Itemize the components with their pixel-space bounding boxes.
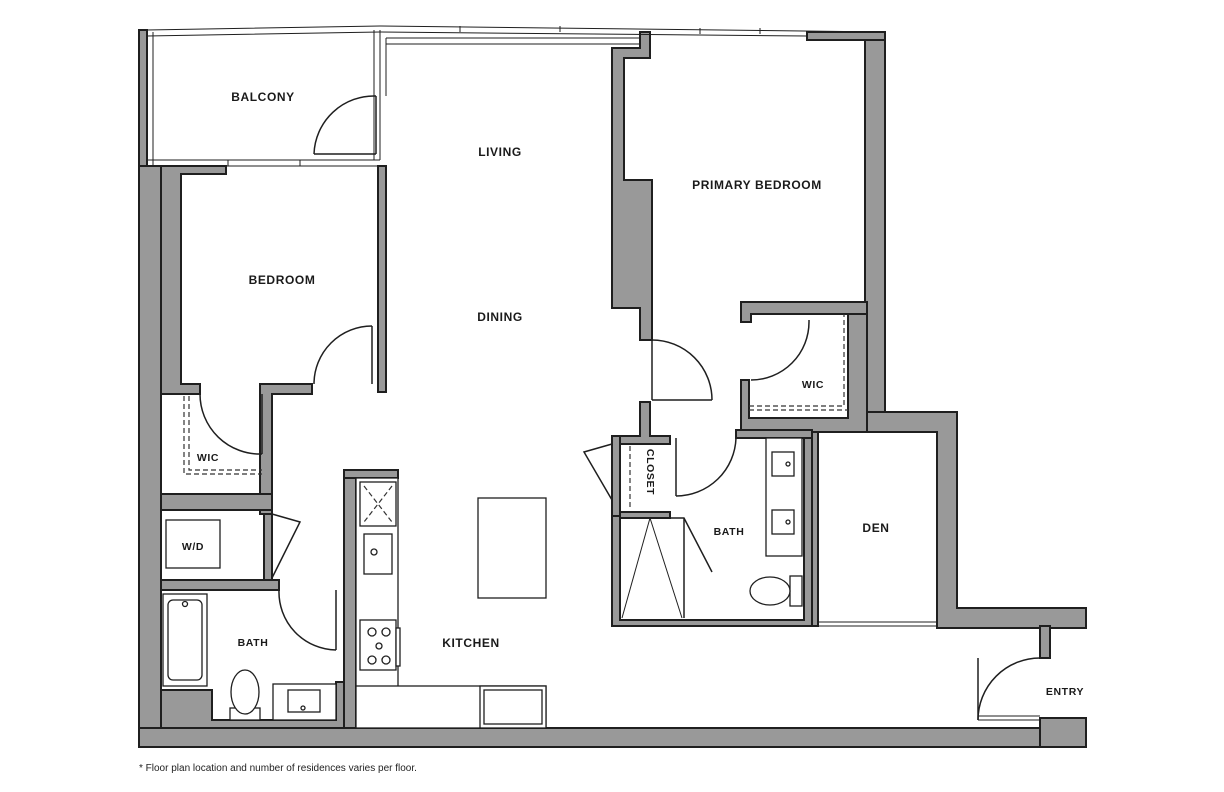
- kitchen-island: [477, 497, 547, 599]
- bath-divider-wall: [263, 513, 273, 581]
- top-wall-right: [806, 31, 886, 41]
- bottom-exterior-wall: [138, 727, 1087, 748]
- bedroom-east-wall: [377, 165, 387, 393]
- toilet-primary-bath: [789, 575, 803, 607]
- bath-north-wall: [735, 429, 813, 439]
- wic-right-label: WIC: [802, 379, 824, 391]
- right-step-wall: [864, 411, 1087, 629]
- bath-primary-label: BATH: [714, 526, 745, 538]
- kitchen-north-stub: [343, 469, 399, 479]
- window-glazing: [146, 25, 886, 167]
- right-lower-wall: [1039, 717, 1087, 748]
- closet-door-post: [611, 435, 621, 517]
- balcony-label: BALCONY: [231, 90, 295, 104]
- bath-second-label: BATH: [238, 637, 269, 649]
- doors: [199, 95, 1041, 721]
- wic-left-label: WIC: [197, 452, 219, 464]
- entry-jamb: [1039, 625, 1051, 659]
- washer-dryer: [165, 519, 221, 569]
- fixtures: [162, 437, 803, 729]
- bedroom-south-walls: [160, 165, 227, 395]
- kitchen-sink: [363, 533, 393, 575]
- wic-right-walls: [740, 313, 868, 433]
- primary-bedroom-label: PRIMARY BEDROOM: [692, 178, 822, 192]
- walls: [138, 29, 1087, 748]
- bedroom-label: BEDROOM: [249, 273, 316, 287]
- den-label: DEN: [862, 521, 889, 535]
- closet-label: CLOSET: [644, 449, 656, 495]
- kitchen-label: KITCHEN: [442, 636, 500, 650]
- wic-wd-divider: [160, 493, 273, 511]
- dining-label: DINING: [477, 310, 523, 324]
- room-labels: BALCONY LIVING PRIMARY BEDROOM BEDROOM D…: [182, 90, 1084, 698]
- den-west-wall: [811, 431, 819, 627]
- left-lower-wall-mass: [138, 165, 162, 748]
- wd-bath-divider: [160, 579, 280, 591]
- wd-label: W/D: [182, 541, 204, 553]
- kitchen-west-wall: [343, 469, 357, 729]
- living-label: LIVING: [478, 145, 522, 159]
- footnote: * Floor plan location and number of resi…: [139, 763, 417, 774]
- primary-bedroom-west-wall: [611, 31, 653, 341]
- primary-bedroom-south-wall: [740, 301, 868, 323]
- entry-label: ENTRY: [1046, 686, 1084, 698]
